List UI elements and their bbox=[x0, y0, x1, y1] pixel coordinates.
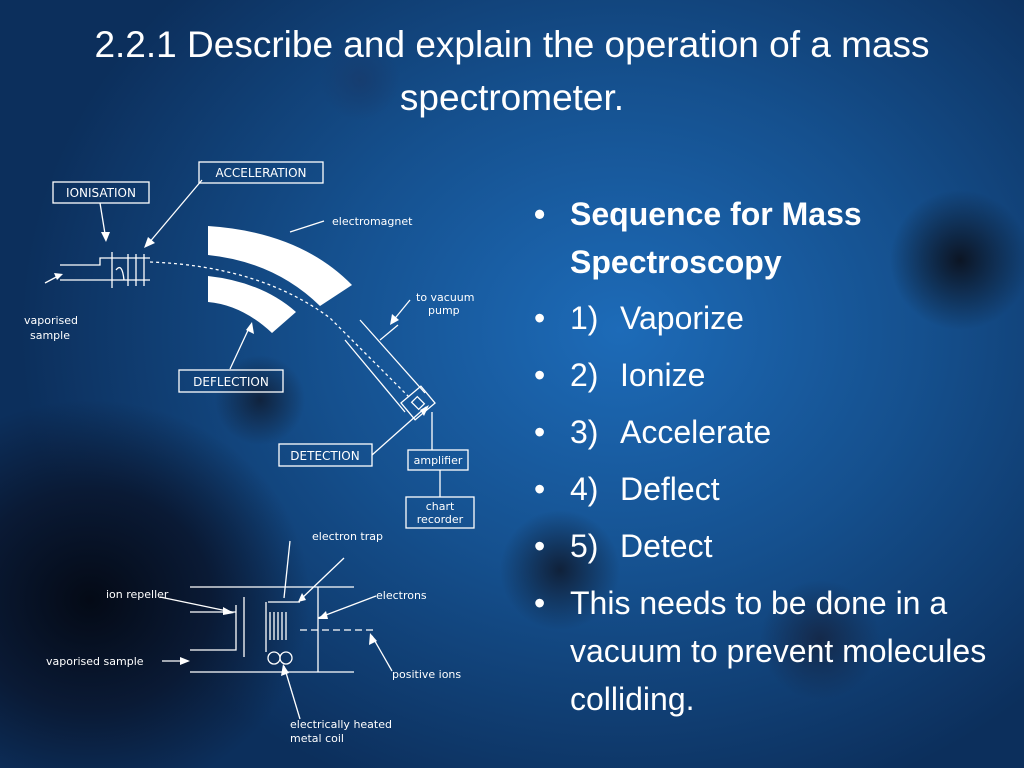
step-label: Detect bbox=[620, 528, 713, 564]
list-item: • 4) Deflect bbox=[530, 465, 1000, 513]
recorder-label: recorder bbox=[417, 513, 464, 526]
bullet-marker: • bbox=[534, 414, 546, 450]
bullet-marker: • bbox=[534, 585, 546, 621]
deflection-box bbox=[178, 369, 284, 393]
vaporised-label-2: sample bbox=[30, 329, 70, 342]
ion-repeller-label: ion repeller bbox=[106, 588, 169, 601]
step-label: Deflect bbox=[620, 471, 720, 507]
amplifier-box bbox=[407, 449, 469, 471]
electron-trap-label: electron trap bbox=[312, 530, 383, 543]
chart-recorder-box bbox=[405, 496, 475, 529]
mass-spectrometer-diagram: IONISATION ACCELERATION DEFLECTION DETEC… bbox=[24, 161, 475, 745]
detection-box bbox=[278, 443, 373, 467]
list-item: • 2) Ionize bbox=[530, 351, 1000, 399]
acceleration-box bbox=[198, 161, 324, 184]
step-label: Vaporize bbox=[620, 300, 744, 336]
ionisation-box bbox=[52, 181, 150, 204]
slide-title: 2.2.1 Describe and explain the operation… bbox=[94, 24, 930, 118]
bullet-marker: • bbox=[534, 528, 546, 564]
step-label: Ionize bbox=[620, 357, 706, 393]
step-number: 4) bbox=[570, 471, 599, 507]
list-item: • 5) Detect bbox=[530, 522, 1000, 570]
deflection-label: DEFLECTION bbox=[193, 375, 269, 389]
ionisation-label: IONISATION bbox=[66, 186, 136, 200]
bullet-marker: • bbox=[534, 196, 546, 232]
step-number: 2) bbox=[570, 357, 599, 393]
vacuum-label-1: to vacuum bbox=[416, 291, 475, 304]
bullet-marker: • bbox=[534, 357, 546, 393]
vaporised-sample-label: vaporised sample bbox=[46, 655, 144, 668]
list-item: • 3) Accelerate bbox=[530, 408, 1000, 456]
sequence-list: • Sequence for Mass Spectroscopy • 1) Vap… bbox=[530, 190, 1000, 723]
amplifier-label: amplifier bbox=[414, 454, 463, 467]
positive-ions-label: positive ions bbox=[392, 668, 461, 681]
acceleration-label: ACCELERATION bbox=[215, 166, 306, 180]
bullet-marker: • bbox=[534, 300, 546, 336]
electrons-label: electrons bbox=[376, 589, 427, 602]
step-number: 3) bbox=[570, 414, 599, 450]
step-number: 1) bbox=[570, 300, 599, 336]
step-label: Accelerate bbox=[620, 414, 772, 450]
heated-coil-label-2: metal coil bbox=[290, 732, 344, 745]
chart-label: chart bbox=[426, 500, 455, 513]
magnet-plate-lower bbox=[208, 276, 296, 333]
vacuum-label-2: pump bbox=[428, 304, 460, 317]
heading-text: Sequence for Mass Spectroscopy bbox=[570, 196, 862, 280]
detection-label: DETECTION bbox=[290, 449, 359, 463]
heated-coil-label-1: electrically heated bbox=[290, 718, 392, 731]
electromagnet-label: electromagnet bbox=[332, 215, 413, 228]
note-text: This needs to be done in a vacuum to pre… bbox=[570, 585, 987, 717]
step-number: 5) bbox=[570, 528, 599, 564]
list-item-note: • This needs to be done in a vacuum to p… bbox=[530, 579, 1000, 723]
list-item: • 1) Vaporize bbox=[530, 294, 1000, 342]
list-heading: • Sequence for Mass Spectroscopy bbox=[530, 190, 1000, 286]
magnet-plate-upper bbox=[208, 226, 352, 306]
bullet-marker: • bbox=[534, 471, 546, 507]
vaporised-label-1: vaporised bbox=[24, 314, 78, 327]
